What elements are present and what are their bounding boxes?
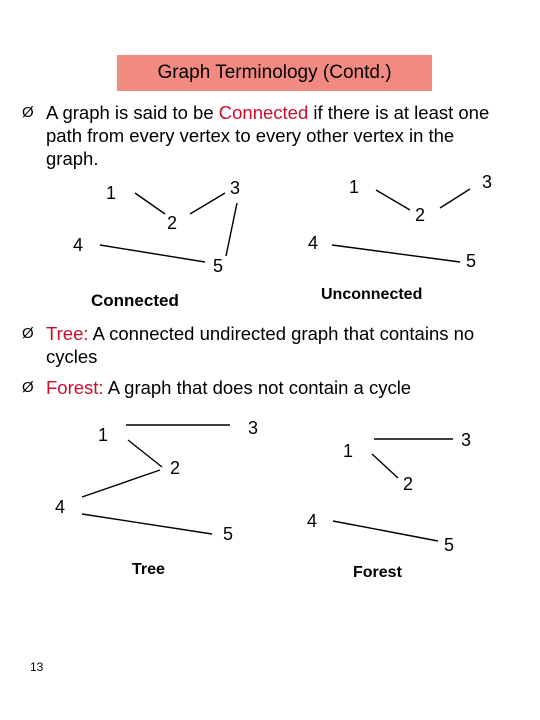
edge-1-2 (371, 453, 399, 479)
edge-3-5 (225, 202, 238, 257)
vertex-label: 3 (461, 430, 472, 450)
vertex-label: 5 (223, 524, 234, 544)
bullet-arrow-icon: Ø (22, 325, 34, 342)
vertex-label: 1 (349, 177, 360, 197)
page-number: 13 (30, 660, 44, 674)
vertex-label: 3 (248, 418, 259, 438)
vertex-label: 1 (106, 183, 117, 203)
caption-tree: Tree (132, 561, 165, 578)
vertex-label: 1 (98, 425, 109, 445)
vertex-label: 1 (343, 441, 354, 461)
vertex-label: 4 (308, 233, 319, 253)
edge-4-5 (332, 520, 439, 542)
vertex-label: 2 (415, 205, 426, 225)
bullet-text: if there is at least one path from every… (46, 102, 490, 169)
slide-title-text: Graph Terminology (Contd.) (157, 62, 392, 83)
term-forest: Forest: (46, 377, 104, 398)
vertex-label: 5 (466, 251, 477, 271)
edge-4-5 (331, 244, 461, 263)
vertex-label: 2 (170, 458, 181, 478)
edge-2-3 (439, 188, 471, 209)
bullet-arrow-icon: Ø (22, 379, 34, 396)
bullet-text: A graph that does not contain a cycle (103, 377, 412, 398)
vertex-label: 2 (403, 474, 414, 494)
vertex-label: 4 (307, 511, 318, 531)
term-tree: Tree: (46, 323, 89, 344)
vertex-label: 3 (230, 178, 241, 198)
bullet-tree: Ø Tree: A connected undirected graph tha… (22, 322, 492, 368)
edge-1-2 (134, 192, 166, 215)
edge-4-5 (99, 244, 206, 263)
edge-2-3 (189, 192, 226, 215)
caption-unconnected: Unconnected (321, 286, 423, 303)
bullet-text: A graph is said to be (46, 102, 219, 123)
edge-1-2 (127, 439, 163, 468)
caption-connected: Connected (91, 291, 179, 310)
caption-forest: Forest (353, 564, 402, 581)
edge-4-5 (81, 513, 213, 535)
vertex-label: 4 (73, 235, 84, 255)
edge-4-2 (81, 469, 161, 498)
edge-1-2 (375, 189, 411, 211)
term-connected: Connected (218, 102, 309, 123)
vertex-label: 3 (482, 172, 493, 192)
vertex-label: 5 (213, 256, 224, 276)
vertex-label: 2 (167, 213, 178, 233)
bullet-connected: Ø A graph is said to be Connected if the… (22, 101, 492, 170)
bullet-text: A connected undirected graph that contai… (46, 323, 475, 367)
bullet-arrow-icon: Ø (22, 104, 34, 121)
vertex-label: 4 (55, 497, 66, 517)
bullet-forest: Ø Forest: A graph that does not contain … (22, 376, 492, 399)
slide-title: Graph Terminology (Contd.) (117, 55, 432, 91)
vertex-label: 5 (444, 535, 455, 555)
